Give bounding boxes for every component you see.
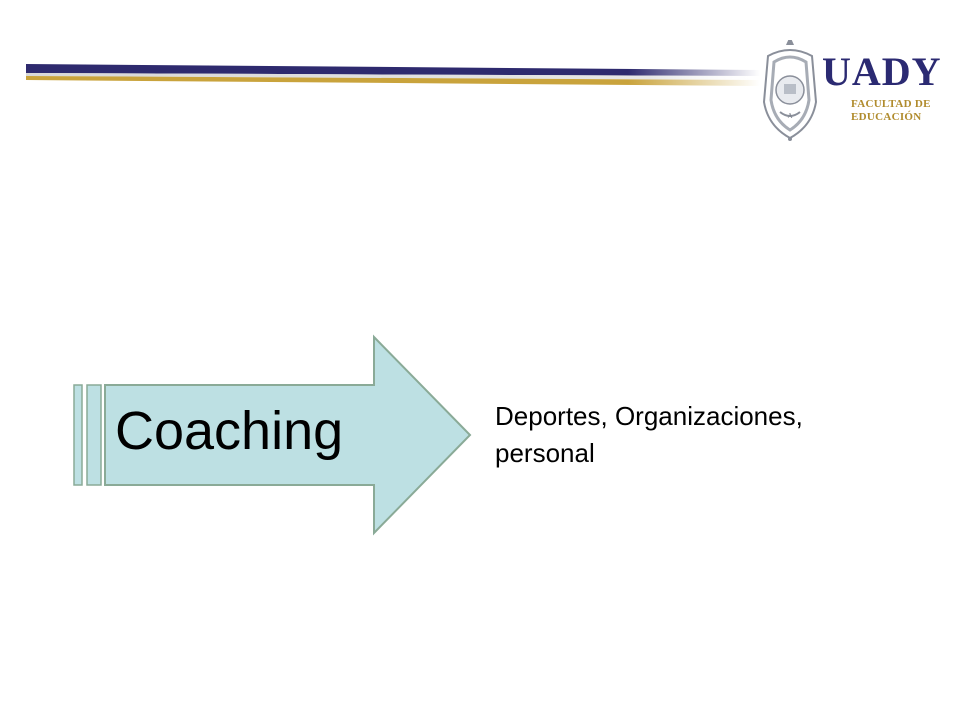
description-line-1: Deportes, Organizaciones,: [495, 401, 803, 431]
logo-subtitle-line1: FACULTAD DE: [851, 98, 931, 110]
header-stripes: [26, 64, 760, 86]
navy-stripe: [26, 64, 760, 76]
svg-text:A: A: [787, 112, 792, 120]
right-arrow-shape: [104, 334, 472, 536]
arrow-label: Coaching: [115, 401, 344, 461]
gold-stripe: [26, 76, 760, 86]
university-seal-icon: A: [762, 40, 818, 141]
grey-stripe: [26, 73, 760, 80]
logo-name: UADY: [822, 49, 942, 94]
arrow-tail-bar-left: [73, 384, 83, 486]
arrow-tail-bar-right: [86, 384, 102, 486]
description-line-2: personal: [495, 438, 595, 468]
logo-subtitle-line2: EDUCACIÓN: [851, 111, 922, 123]
arrow-description: Deportes, Organizaciones, personal: [495, 398, 915, 472]
